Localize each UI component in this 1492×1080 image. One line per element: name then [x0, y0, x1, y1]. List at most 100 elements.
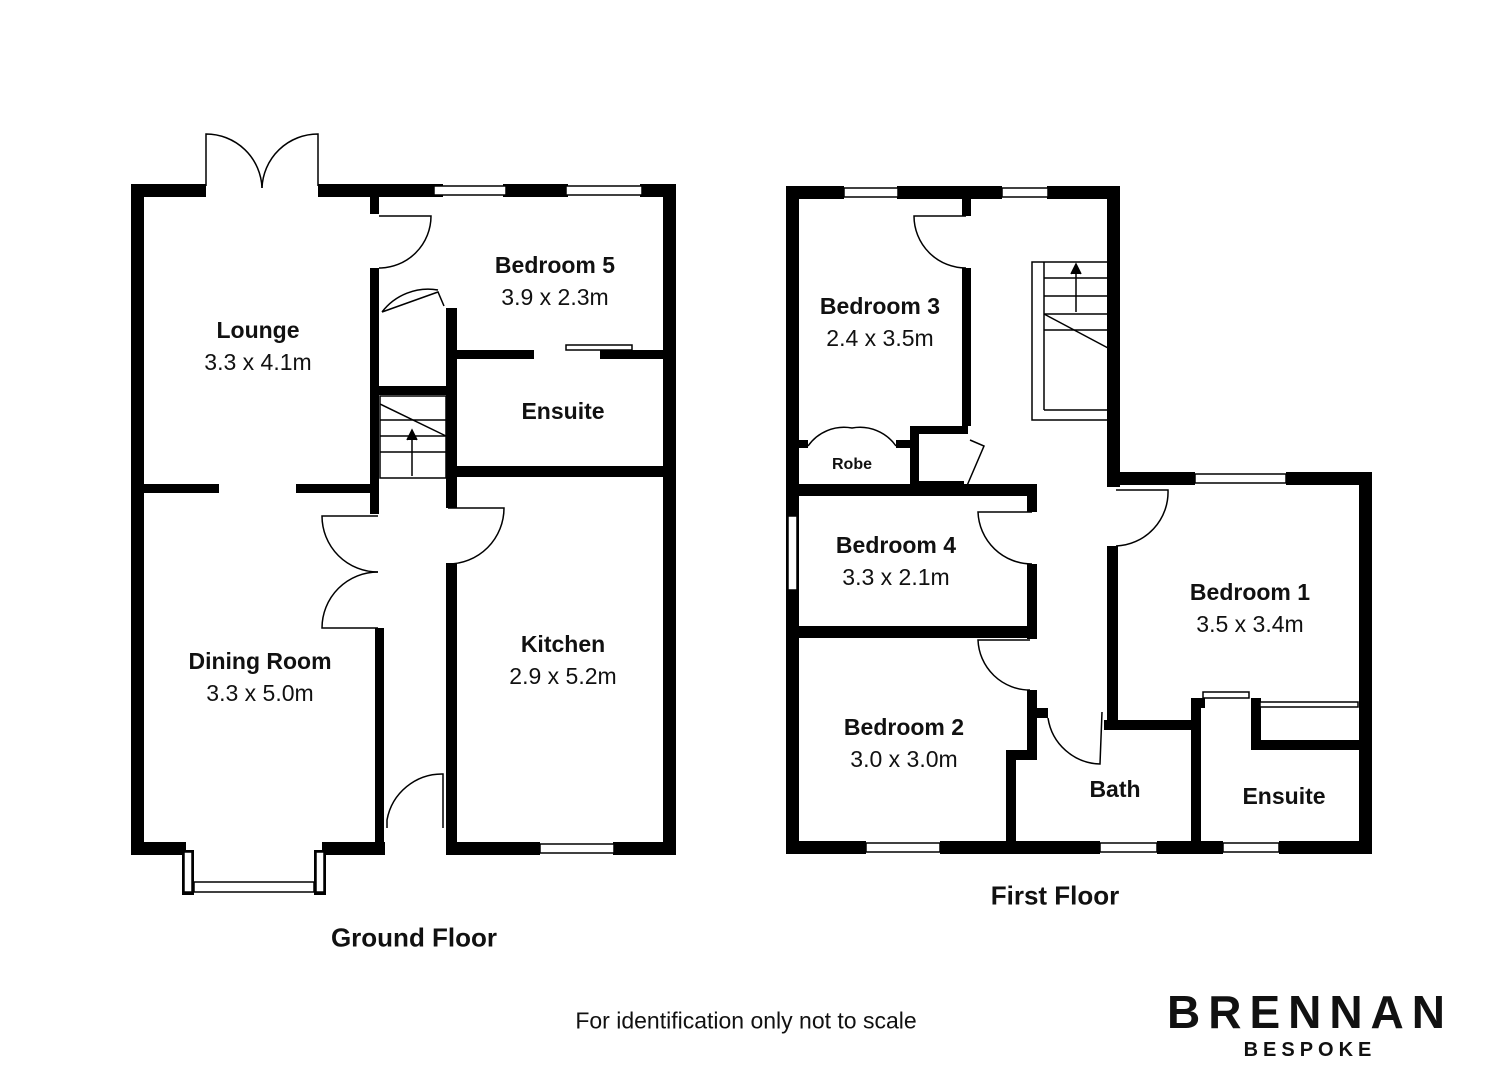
room-name: Ensuite	[1242, 783, 1326, 809]
first-wall-top-l	[786, 186, 844, 199]
bed4-bottom-wall	[786, 626, 1037, 638]
room-size: 3.3 x 4.1m	[204, 349, 312, 375]
room-name: Bedroom 3	[819, 293, 941, 319]
window-bay-l	[183, 851, 193, 893]
window-bay-r	[315, 851, 325, 893]
door-lounge-french-r	[261, 133, 319, 189]
first-wall-step-top-l	[1107, 472, 1195, 485]
slider-bath	[1202, 691, 1250, 699]
brand-tagline: BESPOKE	[1243, 1039, 1377, 1061]
room-label-bedroom-4: Bedroom 4 3.3 x 2.1m	[836, 529, 956, 593]
window-landing	[1001, 187, 1049, 198]
room-label-lounge: Lounge 3.3 x 4.1m	[204, 314, 311, 378]
room-label-bedroom-2: Bedroom 2 3.0 x 3.0m	[844, 711, 964, 775]
ensuite-top-wall-r	[600, 350, 676, 359]
robe-top-l	[796, 440, 808, 448]
bed2-right-lower	[1006, 750, 1016, 854]
cupboard-top	[910, 426, 968, 434]
ground-wall-bottom-kitchen-l	[446, 842, 540, 855]
window-bay	[193, 881, 315, 893]
ground-wall-bottom-mid	[322, 842, 385, 855]
door-robe	[807, 426, 897, 447]
door-kitchen	[447, 507, 505, 565]
door-hall-2	[321, 571, 379, 629]
door-bed1	[1115, 489, 1169, 547]
room-label-ensuite-ground: Ensuite	[521, 395, 604, 427]
lounge-right-wall-top	[370, 184, 379, 214]
ground-wall-top-mid2	[503, 184, 568, 197]
room-label-bedroom-1: Bedroom 1 3.5 x 3.4m	[1190, 576, 1310, 640]
first-wall-top-m	[897, 186, 1002, 199]
room-name: Bedroom 4	[835, 532, 957, 558]
dining-right-wall-bottom	[375, 628, 384, 855]
door-cupboard	[381, 288, 445, 313]
bed3-right-wall	[962, 268, 971, 426]
window-kitchen	[539, 843, 615, 854]
door-lounge-french-l	[205, 133, 263, 189]
room-size: 3.3 x 5.0m	[206, 680, 314, 706]
door-front	[386, 773, 444, 828]
bath-right-top	[1191, 698, 1205, 708]
ensuite1-left-top	[1251, 698, 1261, 748]
bed2-right-wall	[1027, 690, 1037, 760]
door-bed3	[913, 215, 967, 269]
slider-bed1	[1259, 701, 1359, 708]
first-wall-bottom-4	[1279, 841, 1372, 854]
room-name: Dining Room	[188, 648, 332, 674]
ensuite-top-wall-l	[446, 350, 534, 359]
room-name: Robe	[832, 456, 872, 473]
first-wall-bottom-3	[1157, 841, 1223, 854]
floor-title-ground: Ground Floor	[330, 922, 498, 953]
door-bath	[1047, 711, 1103, 765]
bed3-right-wall-top	[962, 186, 971, 216]
room-label-robe: Robe	[832, 455, 872, 475]
window-bath	[1099, 842, 1158, 853]
ensuite1-top-wall	[1251, 740, 1372, 750]
bath-top-r	[1104, 720, 1201, 730]
room-name: Bedroom 5	[494, 252, 616, 278]
hall-kitchen-wall-top	[446, 308, 457, 508]
room-name: Bedroom 2	[843, 714, 965, 740]
ground-wall-top-left	[131, 184, 206, 197]
room-label-bedroom-5: Bedroom 5 3.9 x 2.3m	[495, 249, 615, 313]
door-cupboard-ff	[965, 439, 985, 489]
room-name: Bedroom 1	[1189, 579, 1311, 605]
stairs-first	[1031, 261, 1109, 421]
lounge-dining-wall-l	[131, 484, 219, 493]
lounge-dining-wall-r	[296, 484, 379, 493]
first-wall-step-top-r	[1286, 472, 1372, 485]
room-name: Ensuite	[521, 398, 605, 424]
window-bed2	[865, 842, 941, 853]
room-label-kitchen: Kitchen 2.9 x 5.2m	[509, 628, 616, 692]
floor-title-first: First Floor	[990, 880, 1120, 911]
room-label-bath: Bath	[1089, 773, 1140, 805]
first-wall-right-upper	[1107, 186, 1120, 487]
room-size: 3.5 x 3.4m	[1196, 611, 1304, 637]
window-bed4	[787, 515, 798, 591]
stairs-ground	[379, 395, 447, 479]
bed4-right-wall-top	[1027, 484, 1037, 512]
robe-right	[910, 426, 919, 488]
room-name: Kitchen	[520, 631, 606, 657]
bath-top-l	[1032, 708, 1048, 718]
first-wall-right-lower	[1359, 472, 1372, 854]
ground-wall-top-mid	[318, 184, 443, 197]
bath-right-wall	[1191, 698, 1201, 854]
ensuite-bottom-wall	[446, 466, 676, 477]
ground-wall-bottom-kitchen-r	[613, 842, 676, 855]
window-ensuite1	[1222, 842, 1280, 853]
disclaimer-text: For identification only not to scale	[575, 1007, 917, 1034]
room-label-ensuite-first: Ensuite	[1242, 780, 1325, 812]
room-size: 2.9 x 5.2m	[509, 663, 617, 689]
door-bed2	[977, 639, 1031, 691]
door-bed4	[977, 511, 1033, 565]
hall-kitchen-wall	[446, 563, 457, 855]
bed1-left-wall	[1107, 546, 1118, 730]
first-wall-bottom-1	[786, 841, 866, 854]
slider-ensuite	[565, 344, 633, 351]
robe-top-r	[896, 440, 910, 448]
brand-name: BRENNAN	[1167, 986, 1453, 1038]
brand-logo: BRENNAN BESPOKE	[1167, 987, 1453, 1063]
ground-wall-right	[663, 184, 676, 855]
window-bed5-r	[565, 185, 643, 196]
